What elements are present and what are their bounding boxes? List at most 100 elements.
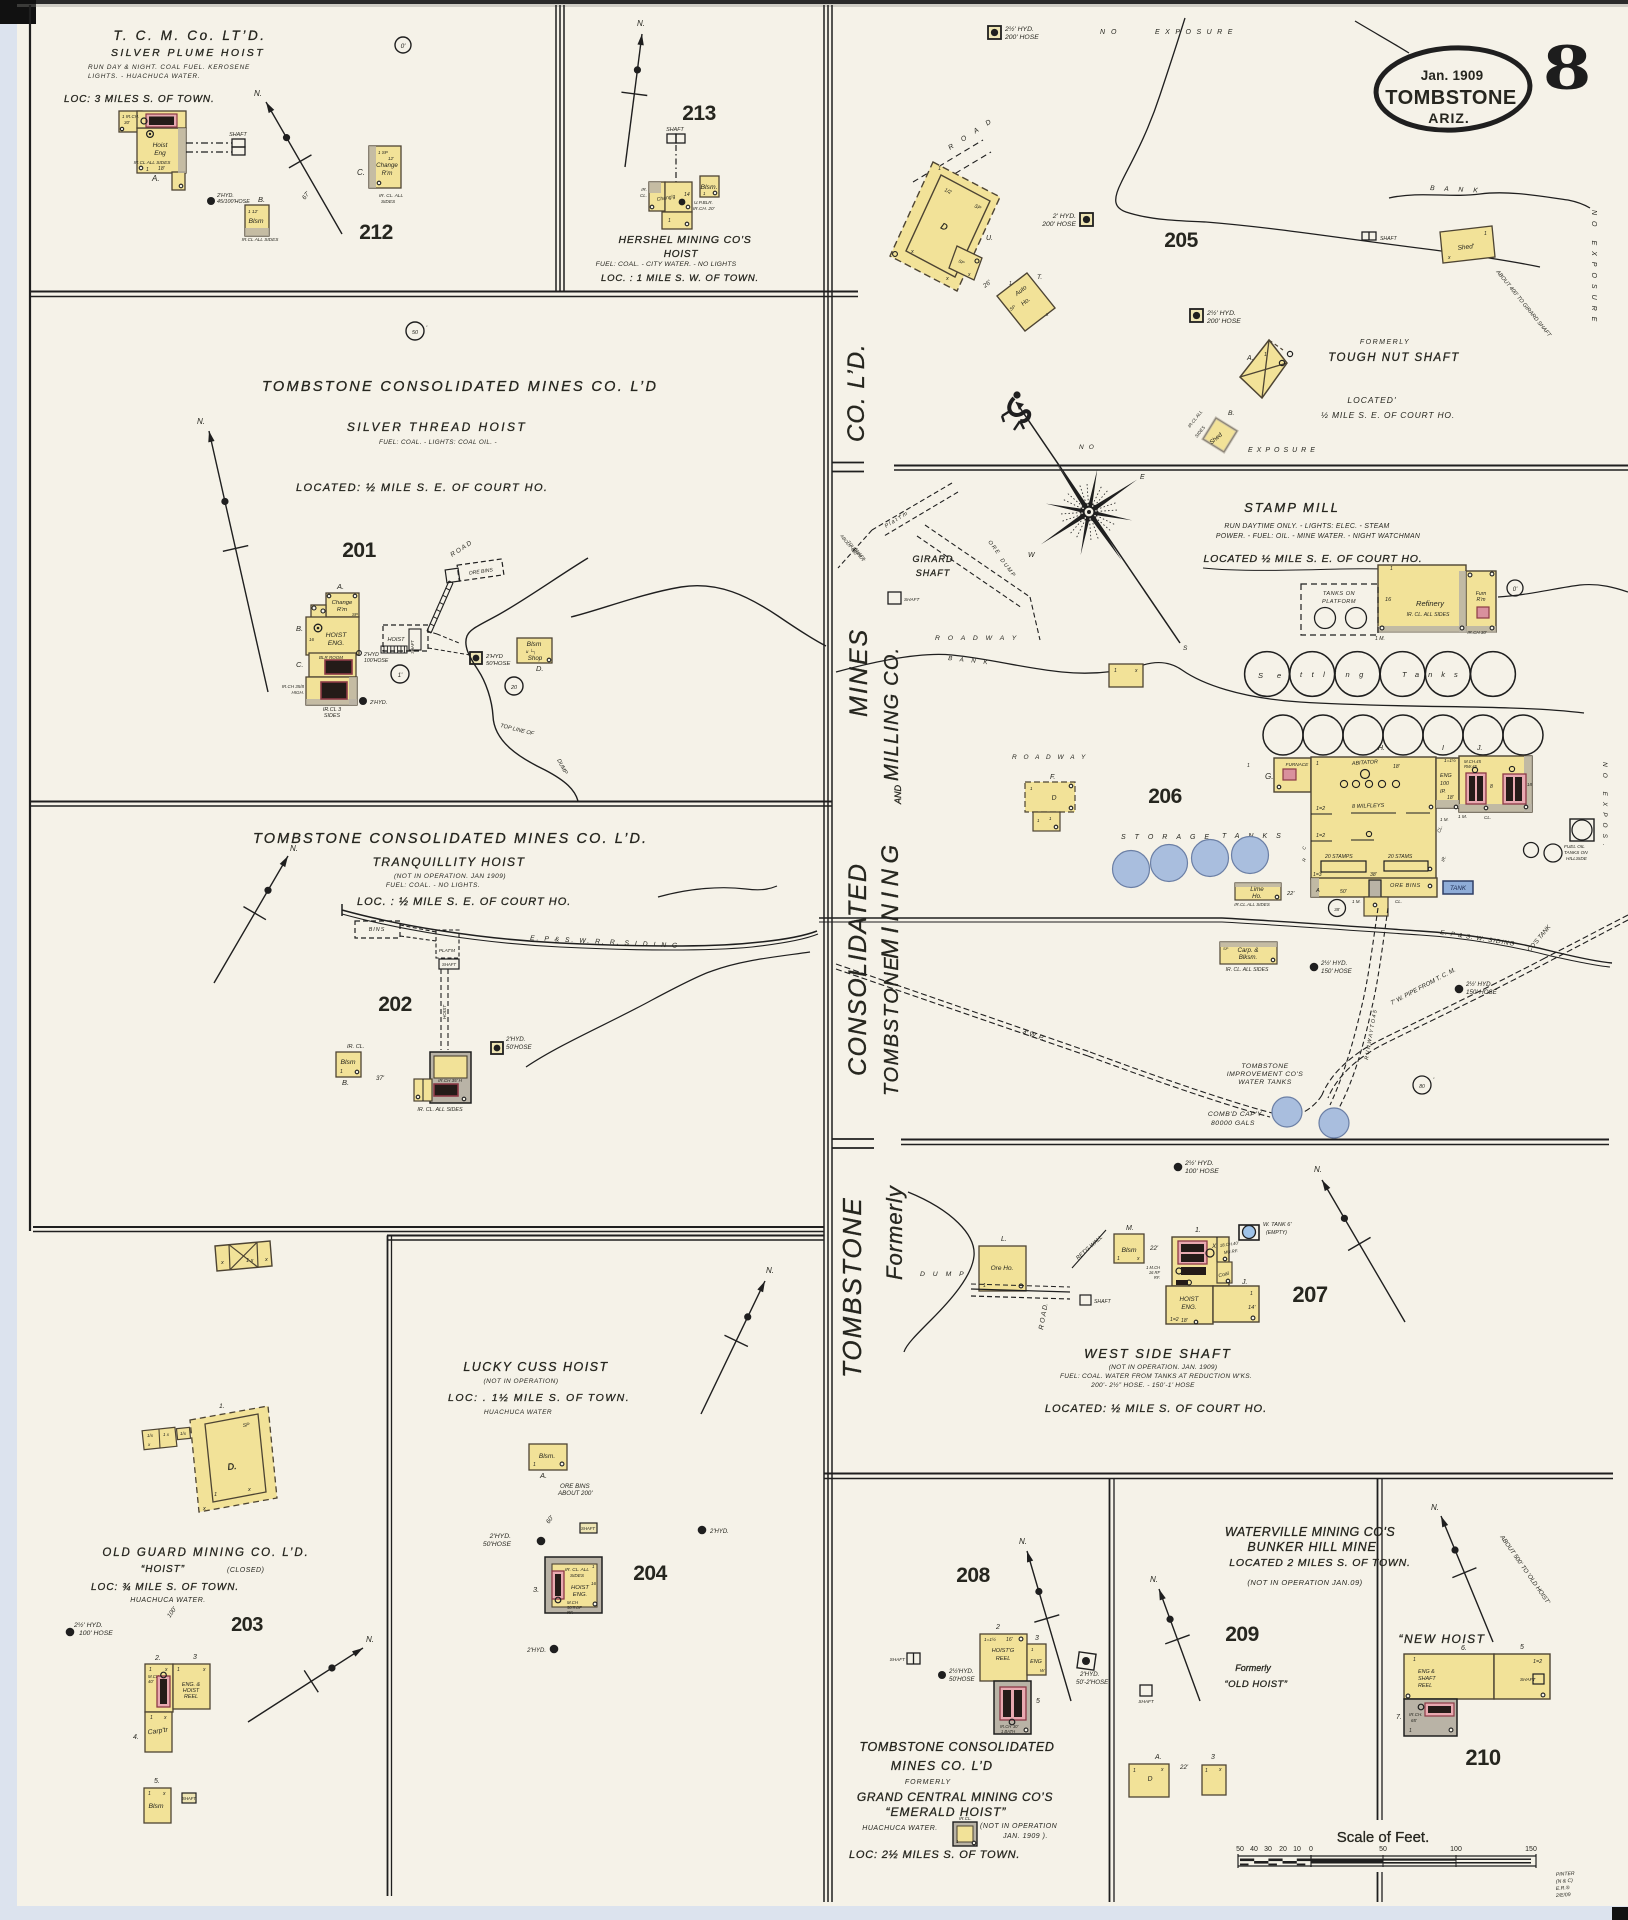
- svg-text:150' HOSE: 150' HOSE: [1321, 968, 1353, 975]
- svg-text:D.: D.: [536, 664, 544, 673]
- svg-text:N.: N.: [1314, 1165, 1322, 1174]
- svg-text:REEL: REEL: [996, 1656, 1011, 1662]
- svg-text:Hoist: Hoist: [153, 142, 169, 149]
- svg-text:ENG.: ENG.: [328, 640, 345, 647]
- svg-text:1: 1: [938, 166, 941, 172]
- svg-text:2'HYD: 2'HYD: [363, 652, 379, 658]
- svg-text:TOMBSTONE CONSOLIDATED: TOMBSTONE CONSOLIDATED: [859, 1740, 1054, 1754]
- svg-text:18: 18: [1527, 782, 1533, 787]
- svg-text:1: 1: [983, 1283, 986, 1289]
- svg-text:1: 1: [1250, 1291, 1253, 1297]
- svg-text:LUCKY CUSS HOIST: LUCKY CUSS HOIST: [463, 1360, 608, 1374]
- svg-text:22': 22': [1286, 891, 1295, 897]
- svg-text:WATERVILLE MINING CO'S: WATERVILLE MINING CO'S: [1225, 1525, 1396, 1539]
- svg-text:2' HYD.: 2' HYD.: [1052, 213, 1076, 220]
- svg-text:207: 207: [1292, 1282, 1327, 1307]
- svg-text:IR.CH 35' H: IR.CH 35' H: [438, 1078, 463, 1083]
- svg-text:2'HYD.: 2'HYD.: [369, 700, 387, 706]
- svg-text:N.: N.: [1431, 1503, 1439, 1512]
- svg-text:SIDES: SIDES: [324, 713, 341, 719]
- svg-text:IR.CH.30': IR.CH.30': [1467, 630, 1487, 635]
- svg-text:1 IR.CH.: 1 IR.CH.: [122, 114, 139, 119]
- svg-text:SP: SP: [973, 203, 982, 212]
- svg-text:RF.: RF.: [1154, 1275, 1160, 1280]
- svg-text:M.: M.: [1126, 1225, 1134, 1232]
- svg-text:x: x: [1218, 1767, 1222, 1773]
- svg-text:16: 16: [309, 637, 315, 642]
- svg-text:E: E: [1140, 474, 1145, 481]
- svg-text:A: A: [1315, 888, 1320, 894]
- svg-text:B.: B.: [258, 195, 265, 204]
- svg-text:HOIST: HOIST: [183, 1688, 200, 1694]
- svg-text:R O A D W A Y: R O A D W A Y: [935, 635, 1019, 642]
- svg-text:LOC: . 1½ MILE S. OF TOWN.: LOC: . 1½ MILE S. OF TOWN.: [448, 1392, 630, 1404]
- svg-text:FUEL: COAL. - LIGHTS: COAL O: FUEL: COAL. - LIGHTS: COAL OIL. -: [379, 439, 497, 446]
- svg-text:CL.: CL.: [1395, 899, 1402, 904]
- svg-text:1 SP: 1 SP: [378, 150, 388, 155]
- svg-text:212: 212: [359, 221, 393, 244]
- svg-text:22': 22': [1149, 1245, 1159, 1252]
- svg-text:ORE BINS: ORE BINS: [1390, 883, 1421, 889]
- svg-text:X: X: [1211, 1243, 1217, 1250]
- svg-text:2½' HYD.: 2½' HYD.: [1206, 309, 1236, 317]
- svg-text:HUACHUCA WATER: HUACHUCA WATER: [484, 1409, 552, 1416]
- svg-text:R O A D W A Y: R O A D W A Y: [1012, 754, 1088, 761]
- svg-text:TOMBSTONE CONSOLIDATED MINES: TOMBSTONE CONSOLIDATED MINES CO. L’D: [262, 379, 658, 395]
- svg-text:ARIZ.: ARIZ.: [1428, 110, 1470, 126]
- svg-text:213: 213: [682, 102, 716, 125]
- svg-text:TANKS ON: TANKS ON: [1323, 591, 1356, 597]
- svg-text:0': 0': [1513, 587, 1518, 593]
- svg-text:C.: C.: [296, 660, 304, 669]
- svg-text:Furn: Furn: [1476, 591, 1487, 597]
- svg-text:TANK: TANK: [1450, 885, 1467, 892]
- svg-text:Refinery: Refinery: [1416, 599, 1445, 608]
- svg-text:1 M.CH: 1 M.CH: [1146, 1265, 1160, 1270]
- svg-text:TRANQUILLITY HOIST: TRANQUILLITY HOIST: [373, 855, 526, 869]
- svg-text:B.: B.: [342, 1078, 349, 1087]
- svg-text:FUEL: COAL. - CITY WATER. - NO: FUEL: COAL. - CITY WATER. - NO LIGHTS: [596, 261, 737, 268]
- svg-text:40': 40': [148, 1679, 154, 1684]
- svg-text:2½' HYD.: 2½' HYD.: [1320, 960, 1347, 967]
- svg-text:SP: SP: [352, 612, 358, 617]
- svg-text:B.: B.: [1228, 410, 1235, 417]
- svg-text:x: x: [1160, 1767, 1164, 1773]
- svg-text:1: 1: [214, 1492, 217, 1498]
- svg-text:x: x: [264, 1257, 268, 1263]
- svg-text:2: 2: [995, 1624, 1000, 1631]
- svg-text:U.: U.: [986, 235, 993, 242]
- svg-text:(NOT IN OPERATION: (NOT IN OPERATION: [980, 1823, 1058, 1830]
- svg-text:203: 203: [231, 1614, 263, 1636]
- svg-text:HOIST: HOIST: [326, 632, 348, 639]
- svg-text:200' HOSE: 200' HOSE: [1041, 221, 1076, 228]
- svg-text:B.: B.: [296, 624, 303, 633]
- svg-text:1: 1: [1049, 816, 1052, 821]
- svg-text:(N & C): (N & C): [1556, 1878, 1574, 1885]
- svg-text:J.: J.: [1241, 1279, 1248, 1286]
- svg-text:Formerly: Formerly: [1235, 1663, 1271, 1673]
- svg-text:S: S: [1183, 645, 1188, 652]
- svg-text:5.: 5.: [154, 1778, 160, 1785]
- svg-text:N.: N.: [766, 1266, 774, 1275]
- svg-text:100: 100: [1440, 781, 1449, 787]
- svg-text:1 12': 1 12': [248, 209, 259, 214]
- svg-text:18': 18': [1447, 795, 1455, 801]
- svg-text:1: 1: [146, 167, 149, 173]
- svg-text:A.: A.: [1246, 355, 1254, 362]
- svg-text:1=2: 1=2: [1533, 1659, 1542, 1665]
- svg-text:REEL: REEL: [1418, 1683, 1432, 1689]
- svg-text:Carp. &: Carp. &: [1238, 947, 1259, 954]
- svg-text:20 STAMS: 20 STAMS: [1387, 854, 1413, 860]
- svg-text:1: 1: [1409, 1728, 1412, 1734]
- svg-text:1: 1: [1390, 566, 1393, 572]
- svg-text:IR. CL. ALL SIDES: IR. CL. ALL SIDES: [1226, 967, 1269, 973]
- svg-text:PINTER: PINTER: [1556, 1871, 1575, 1878]
- svg-text:Tanks: Tanks: [1402, 670, 1467, 679]
- svg-text:x: x: [967, 272, 971, 278]
- svg-text:SP: SP: [1223, 946, 1229, 951]
- svg-text:2½' HYD.: 2½' HYD.: [1465, 981, 1492, 988]
- svg-text:LOCATED': LOCATED': [1347, 395, 1396, 405]
- svg-text:SHAFT: SHAFT: [904, 597, 921, 602]
- svg-text:IR.CH. 20': IR.CH. 20': [693, 206, 716, 211]
- svg-text:Formerly: Formerly: [882, 1184, 907, 1280]
- svg-text:D: D: [1147, 1775, 1153, 1783]
